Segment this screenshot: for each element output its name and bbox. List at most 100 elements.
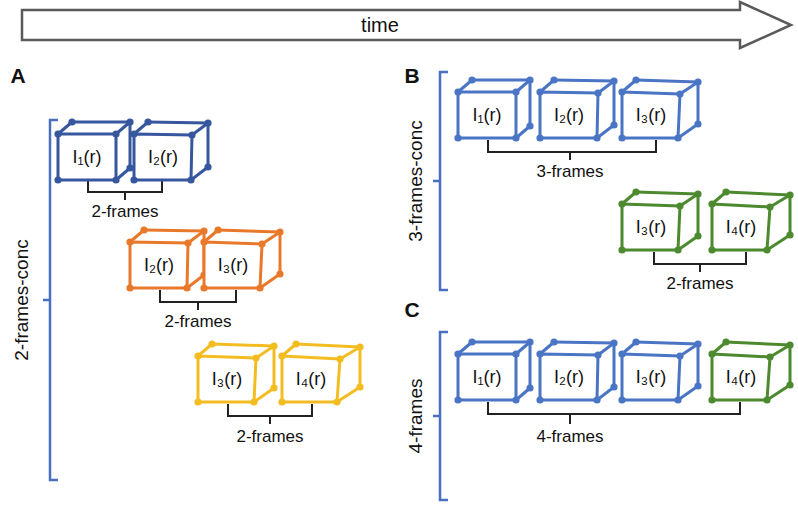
- cube-face: [458, 354, 516, 400]
- cube-vertex: [214, 226, 221, 233]
- cube-vertex: [694, 340, 701, 347]
- cube-face: [540, 92, 598, 138]
- cube-face: [204, 242, 262, 288]
- cube-vertex: [550, 76, 557, 83]
- panel-letter: B: [404, 64, 419, 88]
- cube-vertex: [512, 88, 519, 95]
- cube-vertex: [722, 188, 729, 195]
- cube-vertex: [526, 384, 533, 391]
- cube-vertex: [54, 176, 61, 183]
- cube-vertex: [188, 131, 195, 138]
- cube-vertex: [550, 338, 557, 345]
- cube-vertex: [126, 118, 133, 125]
- cube-vertex: [536, 396, 543, 403]
- cube-vertex: [786, 381, 793, 388]
- cube-vertex: [126, 238, 133, 245]
- frame-label: I₄(r): [282, 356, 340, 402]
- frame-cube: I₃(r): [618, 76, 704, 142]
- cube-vertex: [526, 338, 533, 345]
- cube-edge: [767, 385, 790, 400]
- cube-vertex: [250, 398, 257, 405]
- group-bracket: [433, 332, 448, 500]
- cube-vertex: [618, 88, 625, 95]
- cube-vertex: [526, 122, 533, 129]
- cube-vertex: [270, 384, 277, 391]
- cube-vertex: [187, 176, 194, 183]
- frame-bracket: [488, 140, 656, 160]
- cube-vertex: [144, 118, 151, 125]
- cube-vertex: [694, 382, 701, 389]
- cube-vertex: [694, 232, 701, 239]
- cube-vertex: [512, 396, 519, 403]
- cube-vertex: [200, 284, 207, 291]
- cube-vertex: [694, 78, 701, 85]
- frame-cube: I₄(r): [708, 188, 794, 254]
- cube-vertex: [208, 340, 215, 347]
- cube-vertex: [454, 134, 461, 141]
- cube-face: [130, 242, 188, 288]
- cube-vertex: [454, 350, 461, 357]
- cube-edge: [678, 124, 698, 138]
- frame-cube: I₃(r): [618, 338, 704, 404]
- cube-vertex: [276, 228, 283, 235]
- frame-cube: I₂(r): [536, 76, 622, 142]
- cube-vertex: [454, 88, 461, 95]
- cube-vertex: [610, 121, 617, 128]
- arrow-shape: [20, 0, 794, 50]
- cube-face: [712, 204, 770, 250]
- frame-label: I₄(r): [712, 354, 770, 400]
- cube-vertex: [618, 396, 625, 403]
- frame-bracket: [160, 290, 236, 310]
- cube-vertex: [722, 338, 729, 345]
- cube-vertex: [618, 200, 625, 207]
- cube-vertex: [270, 342, 277, 349]
- cube-vertex: [632, 188, 639, 195]
- cube-face: [458, 92, 516, 138]
- frame-label: I₁(r): [58, 134, 116, 180]
- cube-vertex: [256, 284, 263, 291]
- group-label: 3-frames-conc: [405, 120, 427, 241]
- cube-vertex: [763, 246, 770, 253]
- cube-face: [58, 134, 116, 180]
- cube-vertex: [276, 270, 283, 277]
- cube-face: [282, 356, 340, 402]
- cube-vertex: [278, 352, 285, 359]
- frame-label: I₂(r): [134, 134, 192, 180]
- cube-edge: [254, 388, 274, 402]
- cube-vertex: [536, 134, 543, 141]
- cube-vertex: [708, 200, 715, 207]
- frame-count: 2-frames: [164, 312, 231, 332]
- cube-vertex: [632, 338, 639, 345]
- cube-vertex: [512, 134, 519, 141]
- frame-cube: I₁(r): [454, 76, 540, 142]
- cube-vertex: [184, 239, 191, 246]
- cube-vertex: [130, 176, 137, 183]
- cube-vertex: [618, 350, 625, 357]
- cube-vertex: [786, 191, 793, 198]
- cube-face: [540, 354, 598, 400]
- cube-vertex: [763, 396, 770, 403]
- time-arrow: time: [20, 0, 794, 50]
- cube-vertex: [468, 76, 475, 83]
- frame-label: I₃(r): [622, 204, 680, 250]
- cube-face: [712, 354, 770, 400]
- frame-cube: I₄(r): [708, 338, 794, 404]
- cube-vertex: [140, 226, 147, 233]
- cube-vertex: [258, 240, 265, 247]
- cube-vertex: [786, 231, 793, 238]
- frame-cube: I₃(r): [200, 226, 286, 292]
- cube-vertex: [708, 246, 715, 253]
- cube-vertex: [674, 246, 681, 253]
- cube-edge: [337, 387, 360, 402]
- cube-vertex: [610, 77, 617, 84]
- cube-vertex: [536, 88, 543, 95]
- cube-vertex: [356, 383, 363, 390]
- frame-label: I₃(r): [204, 242, 262, 288]
- cube-vertex: [674, 134, 681, 141]
- cube-vertex: [468, 338, 475, 345]
- cube-vertex: [786, 341, 793, 348]
- frame-label: I₃(r): [198, 356, 256, 402]
- cube-face: [622, 354, 680, 400]
- cube-edge: [678, 236, 698, 250]
